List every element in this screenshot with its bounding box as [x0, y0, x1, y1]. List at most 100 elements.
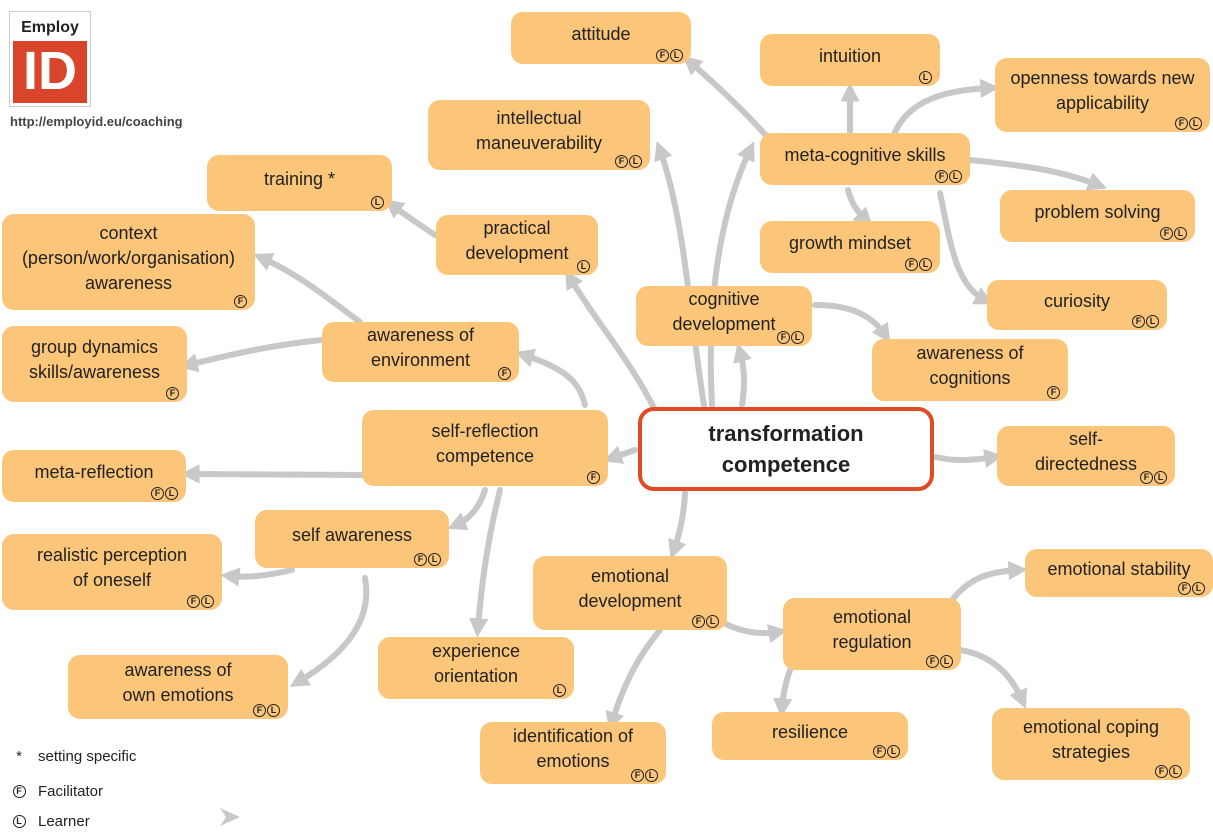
logo-id-text: ID [23, 41, 77, 101]
learner-icon: L [919, 71, 932, 84]
arrow-center-to-practical [565, 269, 658, 413]
legend-arrow-icon [220, 808, 240, 826]
facilitator-icon: F [253, 704, 266, 717]
arrow-emoreg-to-resilience [773, 667, 793, 718]
node-label: resilience [771, 721, 849, 742]
learner-icon: L [1174, 227, 1187, 240]
learner-icon: L [919, 258, 932, 271]
arrow-center-to-emotionaldev [668, 490, 688, 560]
facilitator-icon: F [1047, 386, 1060, 399]
logo-url[interactable]: http://employid.eu/coaching [10, 114, 183, 129]
node-label: context (person/work/organisation) aware… [21, 222, 236, 293]
logo-top-text: Employ [13, 15, 87, 41]
learner-icon: L [887, 745, 900, 758]
node-label: meta-cognitive skills [784, 144, 946, 165]
learner-icon: L [165, 487, 178, 500]
facilitator-icon: F [234, 295, 247, 308]
facilitator-icon: F [631, 769, 644, 782]
node-label: self awareness [291, 524, 413, 545]
role-badges: L [577, 260, 590, 273]
facilitator-icon: F [1155, 765, 1168, 778]
learner-icon: L [371, 196, 384, 209]
arrow-center-to-metacognitive [707, 141, 755, 408]
center-label: transformation competence [708, 421, 864, 477]
facilitator-icon: F [414, 553, 427, 566]
node-label: identification of emotions [512, 726, 634, 771]
node-label: openness towards new applicability [1010, 68, 1195, 113]
role-badges: L [371, 196, 384, 209]
arrow-metacog-to-curiosity [937, 190, 994, 305]
learner-icon: L [706, 615, 719, 628]
learner-icon: L [791, 331, 804, 344]
learner-icon: L [1146, 315, 1159, 328]
learner-icon: L [201, 595, 214, 608]
asterisk-icon: * [16, 748, 22, 765]
learner-icon: L [1154, 471, 1167, 484]
arrow-center-to-intellectual [654, 140, 707, 408]
arrow-selfawareness-to-realistic [220, 567, 295, 587]
arrow-metacog-to-problem [967, 157, 1107, 191]
facilitator-icon: F [1132, 315, 1145, 328]
arrow-center-to-selfdirectedness [933, 449, 1004, 468]
arrow-metacog-to-attitude [682, 55, 773, 143]
learner-icon: L [553, 684, 566, 697]
arrow-emoreg-to-stability [949, 561, 1028, 603]
legend-setting-specific-text: setting specific [38, 748, 137, 765]
node-label: training * [263, 168, 336, 189]
facilitator-icon: F [187, 595, 200, 608]
learner-icon: L [577, 260, 590, 273]
arrow-emoreg-to-coping [957, 647, 1028, 709]
role-badges: L [553, 684, 566, 697]
role-badges: F [587, 471, 600, 484]
legend-facilitator: F Facilitator [10, 783, 103, 800]
node-label: self-reflection competence [431, 421, 539, 466]
node-label: emotional stability [1047, 558, 1191, 579]
arrow-center-to-selfreflection [602, 445, 638, 464]
facilitator-icon: F [692, 615, 705, 628]
node-label: meta-reflection [34, 461, 154, 482]
facilitator-icon: F [873, 745, 886, 758]
learner-icon: L [1192, 582, 1205, 595]
role-badges: F [234, 295, 247, 308]
learner-icon: L [1169, 765, 1182, 778]
facilitator-icon: F [1140, 471, 1153, 484]
employid-logo: Employ ID [9, 11, 91, 107]
node-label: curiosity [1043, 290, 1110, 311]
center-node-transformation-competence: transformation competence [638, 407, 934, 491]
facilitator-icon: F [656, 49, 669, 62]
learner-icon: L [267, 704, 280, 717]
facilitator-icon: F [1178, 582, 1191, 595]
node-context: context (person/work/organisation) aware… [2, 214, 255, 310]
legend-learner-text: Learner [38, 813, 90, 830]
node-label: realistic perception of oneself [36, 545, 188, 590]
arrow-selfref-to-metareflection [180, 464, 365, 484]
facilitator-icon: F [1160, 227, 1173, 240]
learner-icon: L [949, 170, 962, 183]
arrow-emodev-to-identification [605, 627, 663, 732]
arrow-selfref-to-selfawareness [447, 487, 488, 530]
